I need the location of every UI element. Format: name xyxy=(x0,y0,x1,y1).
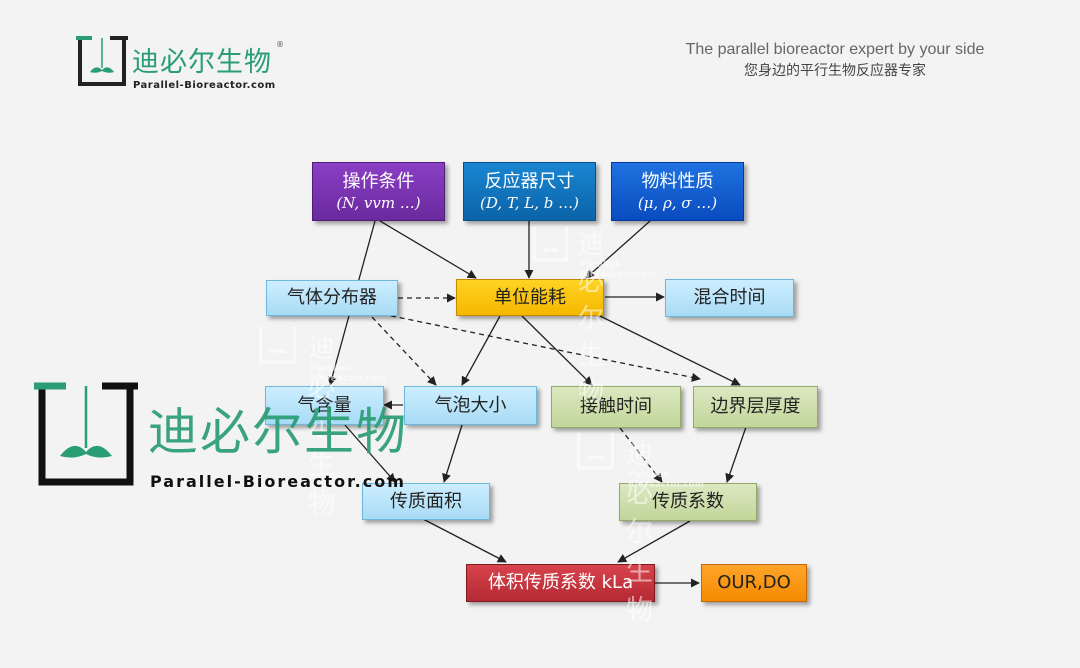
node-boundary-layer: 边界层厚度 xyxy=(693,386,818,428)
tagline-english: The parallel bioreactor expert by your s… xyxy=(685,41,985,58)
edge-sparger-boundary-dashed xyxy=(381,313,701,382)
node-material-properties: 物料性质 (μ, ρ, σ …) xyxy=(611,162,744,221)
node-label: 反应器尺寸 xyxy=(484,170,575,192)
edge-holdup-area xyxy=(344,424,396,483)
edge-contact-coeff-dashed xyxy=(619,427,663,483)
node-gas-sparger: 气体分布器 xyxy=(266,280,398,316)
node-operating-conditions: 操作条件 (N, vvm …) xyxy=(312,162,445,221)
edge-bubble-area xyxy=(442,424,463,483)
large-watermark-brand-name: 迪必尔生物 xyxy=(148,403,408,461)
node-label: 气泡大小 xyxy=(434,394,507,416)
node-bubble-size: 气泡大小 xyxy=(404,386,537,425)
edge-operating-power xyxy=(379,220,477,279)
brand-url: Parallel-Bioreactor.com xyxy=(133,80,276,91)
node-reactor-size: 反应器尺寸 (D, T, L, b …) xyxy=(463,162,596,221)
edge-material-power xyxy=(585,220,651,279)
brand-logo-icon xyxy=(76,36,128,86)
node-label: 传质系数 xyxy=(652,491,724,513)
node-label: 气体分布器 xyxy=(287,287,377,309)
node-gas-holdup: 气含量 xyxy=(265,386,384,425)
edge-power-boundary xyxy=(599,315,741,386)
node-sublabel: (μ, ρ, σ …) xyxy=(637,194,718,213)
node-power-input: 单位能耗 xyxy=(456,279,604,316)
tagline-chinese: 您身边的平行生物反应器专家 xyxy=(744,63,926,79)
node-sublabel: (D, T, L, b …) xyxy=(480,194,579,213)
registered-mark: ® xyxy=(276,40,284,49)
node-sublabel: (N, vvm …) xyxy=(336,194,421,213)
node-transfer-coefficient: 传质系数 xyxy=(619,483,757,521)
large-watermark-brand-url: Parallel-Bioreactor.com xyxy=(150,472,406,491)
node-label: 操作条件 xyxy=(342,170,415,192)
node-label: 气含量 xyxy=(297,394,352,416)
brand-name: 迪必尔生物 xyxy=(132,47,272,78)
node-label: 单位能耗 xyxy=(494,286,566,308)
node-label: 体积传质系数 kLa xyxy=(487,572,634,594)
node-label: OUR,DO xyxy=(717,572,791,594)
edge-power-contact xyxy=(521,315,593,386)
node-kla: 体积传质系数 kLa xyxy=(466,564,655,602)
node-label: 接触时间 xyxy=(580,396,652,418)
node-label: 混合时间 xyxy=(693,287,766,309)
edge-area-kla xyxy=(422,518,507,563)
edge-sparger-bubble-dashed xyxy=(371,316,437,386)
edge-coeff-kla xyxy=(617,520,691,563)
node-contact-time: 接触时间 xyxy=(551,386,681,428)
node-label: 传质面积 xyxy=(390,490,462,512)
node-our-do: OUR,DO xyxy=(701,564,807,602)
node-transfer-area: 传质面积 xyxy=(362,483,490,520)
edge-boundary-coeff xyxy=(725,426,747,483)
node-label: 物料性质 xyxy=(641,170,714,192)
node-label: 边界层厚度 xyxy=(710,396,801,418)
node-mixing-time: 混合时间 xyxy=(665,279,794,317)
edge-power-bubble xyxy=(461,315,501,386)
large-watermark-logo-icon xyxy=(34,382,138,486)
